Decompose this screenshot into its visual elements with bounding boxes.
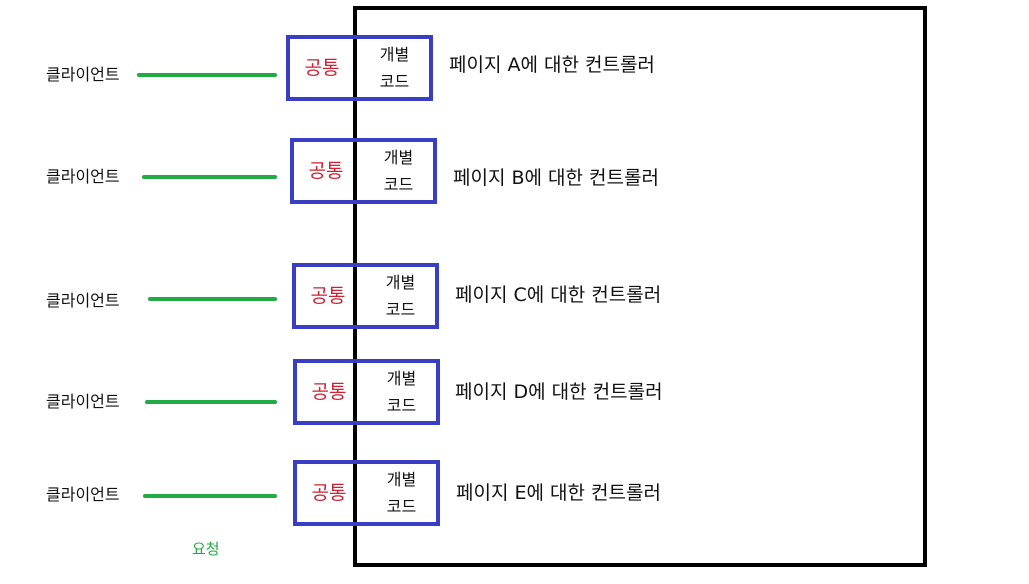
client-label: 클라이언트	[46, 485, 120, 504]
module-box: 공통 개별 코드	[286, 35, 433, 101]
controller-label: 페이지 E에 대한 컨트롤러	[456, 482, 661, 504]
request-line	[145, 400, 277, 404]
common-code-label: 공통	[311, 381, 347, 403]
individual-code-label: 개별 코드	[383, 148, 414, 194]
server-frame	[353, 6, 927, 567]
client-label: 클라이언트	[46, 65, 120, 84]
module-box: 공통 개별 코드	[292, 263, 439, 329]
request-line	[143, 494, 277, 498]
common-code-label: 공통	[308, 160, 344, 182]
module-box: 공통 개별 코드	[293, 460, 440, 526]
individual-code-label: 개별 코드	[386, 369, 417, 415]
common-code-label: 공통	[304, 57, 340, 79]
individual-code-label: 개별 코드	[386, 470, 417, 516]
controller-label: 페이지 B에 대한 컨트롤러	[453, 167, 659, 189]
request-line	[137, 73, 277, 77]
client-label: 클라이언트	[46, 167, 120, 186]
controller-label: 페이지 A에 대한 컨트롤러	[449, 54, 655, 76]
module-box: 공통 개별 코드	[290, 138, 437, 204]
controller-label: 페이지 C에 대한 컨트롤러	[455, 284, 662, 306]
individual-code-label: 개별 코드	[385, 273, 416, 319]
controller-label: 페이지 D에 대한 컨트롤러	[455, 381, 663, 403]
client-label: 클라이언트	[46, 291, 120, 310]
client-label: 클라이언트	[46, 392, 120, 411]
request-line	[148, 297, 277, 301]
individual-code-label: 개별 코드	[379, 45, 410, 91]
module-box: 공통 개별 코드	[293, 359, 440, 425]
common-code-label: 공통	[310, 285, 346, 307]
common-code-label: 공통	[311, 482, 347, 504]
request-label: 요청	[192, 540, 220, 558]
request-line	[142, 175, 277, 179]
